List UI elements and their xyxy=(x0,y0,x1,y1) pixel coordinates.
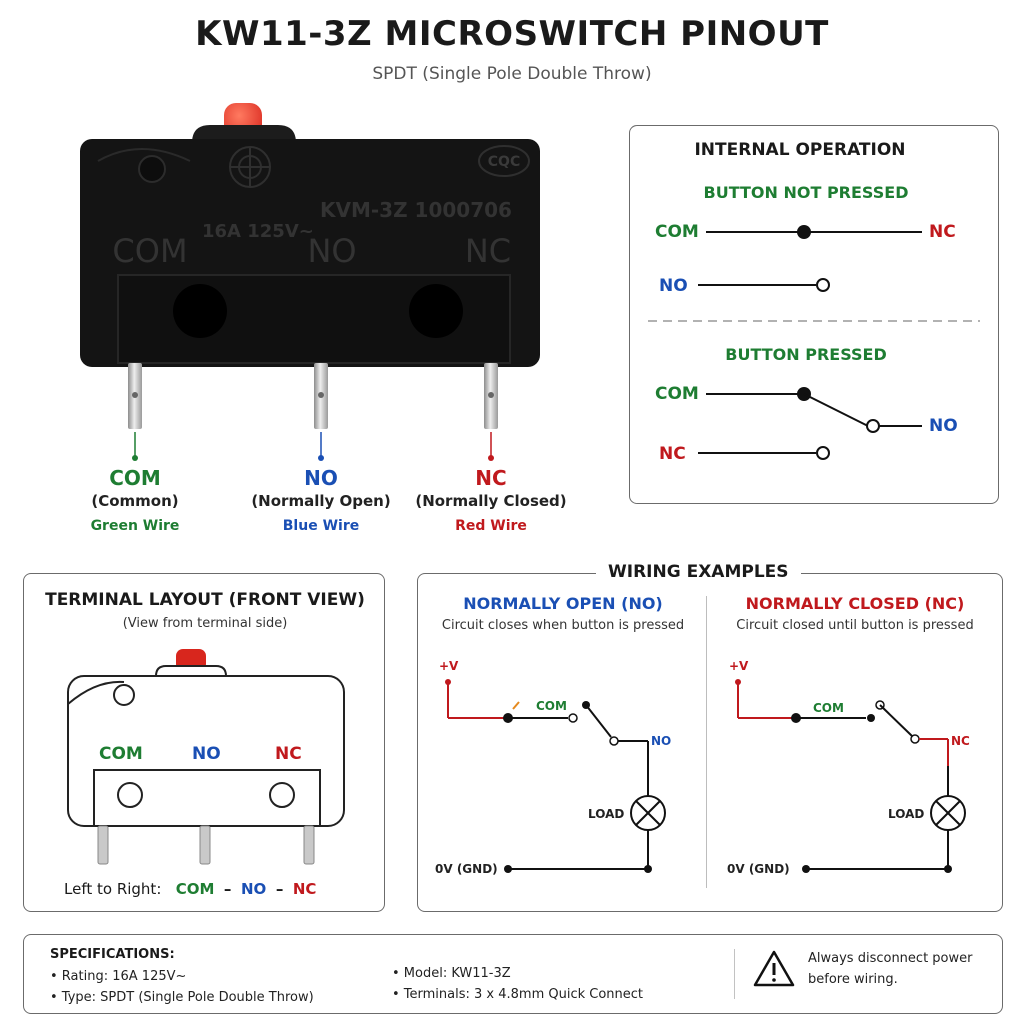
order-prefix: Left to Right: xyxy=(64,880,162,898)
spec-model: • Model: KW11-3Z xyxy=(392,966,511,981)
nc-com-label: COM xyxy=(813,701,844,715)
pin-desc: (Normally Open) xyxy=(251,492,391,510)
com-marking: COM xyxy=(112,232,187,270)
page-subtitle: SPDT (Single Pole Double Throw) xyxy=(372,64,652,84)
np-no-label: NO xyxy=(659,276,688,296)
brand-seal-icon xyxy=(229,146,271,188)
no-example-title: NORMALLY OPEN (NO) xyxy=(463,594,663,613)
nc-gnd-label: 0V (GND) xyxy=(727,862,790,876)
internal-operation-panel: INTERNAL OPERATION BUTTON NOT PRESSED CO… xyxy=(629,125,999,504)
no-example-desc: Circuit closes when button is pressed xyxy=(441,618,685,633)
no-load-label: LOAD xyxy=(588,807,624,821)
p-com-label: COM xyxy=(655,384,699,404)
mounting-nub xyxy=(138,155,166,183)
pin-code: COM xyxy=(109,466,161,490)
wiring-heading: WIRING EXAMPLES xyxy=(596,562,801,582)
pin-code: NC xyxy=(475,466,507,490)
p-no-label: NO xyxy=(929,416,958,436)
pin-label-nc: NC (Normally Closed) Red Wire xyxy=(406,466,576,534)
page-title: KW11-3Z MICROSWITCH PINOUT xyxy=(195,14,829,54)
warning-line-2: before wiring. xyxy=(808,972,898,987)
np-com-label: COM xyxy=(655,222,699,242)
order-sep: – xyxy=(275,880,284,898)
not-pressed-label: BUTTON NOT PRESSED xyxy=(703,183,909,202)
pin-label-com: COM (Common) Green Wire xyxy=(60,466,210,534)
mounting-hole-left xyxy=(173,284,227,338)
terminal-heading: TERMINAL LAYOUT (FRONT VIEW) xyxy=(45,590,365,610)
warning-icon xyxy=(753,950,795,987)
order-nc: NC xyxy=(292,880,317,898)
wiring-examples-panel: WIRING EXAMPLES NORMALLY OPEN (NO) Circu… xyxy=(417,562,1003,912)
tl-com-label: COM xyxy=(99,744,143,764)
switch-photo: CQC KVM-3Z 1000706 16A 125V~ COM NO NC xyxy=(80,103,540,429)
no-com-label: COM xyxy=(536,699,567,713)
nc-term-label: NC xyxy=(951,734,970,748)
pin-wire: Red Wire xyxy=(455,518,527,534)
cqc-mark-text: CQC xyxy=(488,154,520,170)
terminal-subheading: (View from terminal side) xyxy=(122,616,288,631)
spec-terminals: • Terminals: 3 x 4.8mm Quick Connect xyxy=(392,987,644,1002)
pin-wire: Green Wire xyxy=(90,518,180,534)
terminal-order: Left to Right: COM – NO – NC xyxy=(64,880,316,898)
nc-marking: NC xyxy=(465,232,511,270)
nc-example-desc: Circuit closed until button is pressed xyxy=(736,618,974,633)
nc-load-label: LOAD xyxy=(888,807,924,821)
order-sep: – xyxy=(223,880,232,898)
no-term-label: NO xyxy=(651,734,671,748)
warning-line-1: Always disconnect power xyxy=(808,951,973,966)
cqc-mark-icon xyxy=(478,145,530,177)
terminal-outline xyxy=(67,649,345,865)
pin-desc: (Common) xyxy=(91,492,179,510)
tl-nc-label: NC xyxy=(275,744,302,764)
tl-no-label: NO xyxy=(192,744,221,764)
order-no: NO xyxy=(240,880,267,898)
pin-wire: Blue Wire xyxy=(282,518,360,534)
pin-leaders xyxy=(132,432,494,461)
no-gnd-label: 0V (GND) xyxy=(435,862,498,876)
spec-rating: • Rating: 16A 125V~ xyxy=(50,969,187,984)
wiring-divider xyxy=(706,596,707,888)
pin-desc: (Normally Closed) xyxy=(415,492,567,510)
pressed-label: BUTTON PRESSED xyxy=(725,345,887,364)
wiring-schematics: +V COM NO LOAD 0V (GND) +V COM xyxy=(435,659,970,876)
spec-divider xyxy=(734,949,735,999)
spec-type: • Type: SPDT (Single Pole Double Throw) xyxy=(50,990,314,1005)
serial-marking: KVM-3Z 1000706 xyxy=(320,198,512,222)
rating-marking: 16A 125V~ xyxy=(202,221,314,242)
mounting-hole-right xyxy=(409,284,463,338)
p-nc-label: NC xyxy=(659,444,686,464)
nc-example-title: NORMALLY CLOSED (NC) xyxy=(745,594,965,613)
nc-vplus-label: +V xyxy=(729,659,749,673)
specs-heading: SPECIFICATIONS: xyxy=(50,947,175,962)
pin-code: NO xyxy=(304,466,338,490)
specifications-panel: SPECIFICATIONS: • Rating: 16A 125V~ • Ty… xyxy=(23,934,1003,1014)
no-marking: NO xyxy=(307,232,356,270)
internal-schematic xyxy=(648,225,980,460)
internal-heading: INTERNAL OPERATION xyxy=(694,140,906,160)
order-com: COM xyxy=(175,880,215,898)
terminal-layout-panel: TERMINAL LAYOUT (FRONT VIEW) (View from … xyxy=(23,573,385,912)
np-nc-label: NC xyxy=(929,222,956,242)
pin-label-no: NO (Normally Open) Blue Wire xyxy=(236,466,406,534)
no-vplus-label: +V xyxy=(439,659,459,673)
